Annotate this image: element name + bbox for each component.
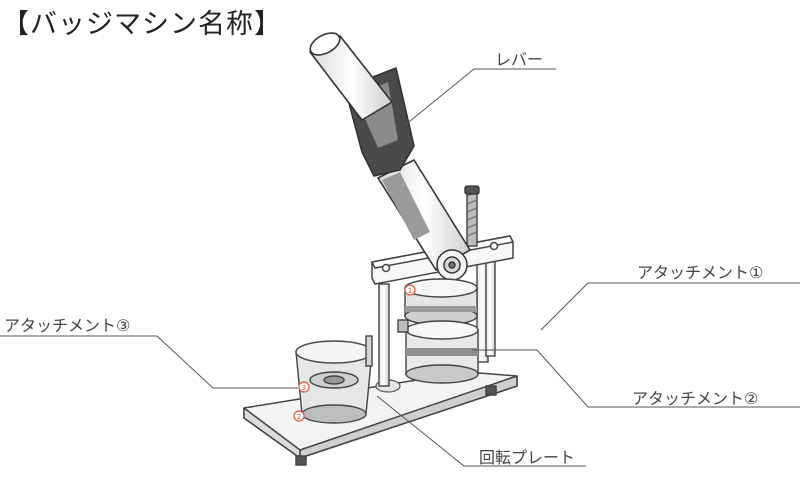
lever-arm [309, 32, 471, 271]
pivot-joint [436, 249, 468, 281]
attachment-1-drawing [404, 278, 478, 326]
marker-attachment-1: 1 [404, 284, 416, 296]
label-attachment-3: アタッチメント③ [4, 316, 131, 335]
svg-text:3: 3 [302, 384, 306, 392]
label-attachment-2: アタッチメント② [632, 389, 759, 408]
attachment-3-drawing [295, 335, 373, 424]
leader-line-attachment-1 [540, 282, 800, 331]
marker-attachment-3: 3 [298, 381, 310, 393]
label-attachment-1: アタッチメント① [637, 263, 764, 282]
marker-base: 2 [293, 410, 305, 422]
svg-text:1: 1 [408, 287, 412, 295]
label-lever: レバー [495, 50, 544, 69]
adjust-bolt [464, 185, 480, 247]
leader-lines [0, 68, 800, 467]
leader-line-attachment-3 [0, 335, 298, 389]
svg-text:2: 2 [297, 413, 301, 421]
label-rotating-plate: 回転プレート [479, 448, 576, 467]
attachment-2-drawing [397, 319, 479, 384]
page-title: 【バッジマシン名称】 [2, 9, 282, 40]
leader-line-lever [403, 68, 556, 127]
leader-line-attachment-2 [472, 349, 800, 408]
leader-line-rotating-plate [376, 395, 586, 467]
base-plate [243, 371, 518, 466]
